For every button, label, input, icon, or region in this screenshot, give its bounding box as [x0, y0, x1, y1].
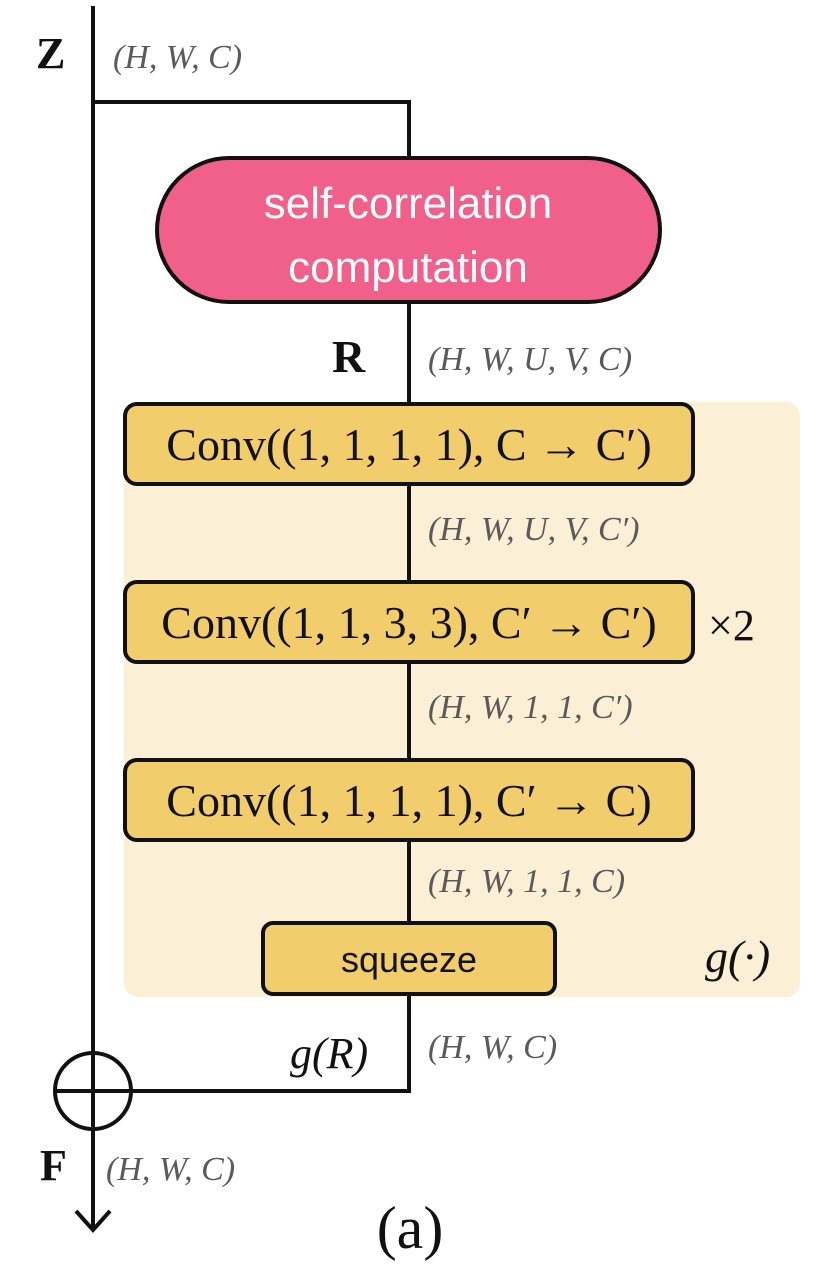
conv-block-3	[123, 758, 695, 842]
conv-block-3-out-shape: (H, W, 1, 1, C)	[428, 863, 625, 900]
branch-return-line	[130, 994, 411, 1093]
conv-block-2-out-shape: (H, W, 1, 1, C′)	[428, 689, 633, 726]
r-shape: (H, W, U, V, C)	[428, 341, 632, 378]
conv-block-2-repeat: ×2	[708, 601, 755, 650]
conv-block-2-label: Conv((1, 1, 3, 3), C′ → C′)	[161, 597, 656, 648]
g-r-label: g(R)	[290, 1029, 368, 1078]
conv-block-1-out-shape: (H, W, U, V, C′)	[428, 511, 639, 548]
z-label: Z	[36, 29, 65, 78]
g-function-label: g(·)	[705, 931, 770, 982]
z-shape: (H, W, C)	[113, 39, 242, 76]
r-label: R	[332, 331, 366, 382]
g-r-shape: (H, W, C)	[428, 1029, 557, 1066]
branch-top-line	[93, 100, 411, 160]
squeeze-label: squeeze	[341, 939, 477, 980]
f-shape: (H, W, C)	[106, 1151, 235, 1188]
conv-block-2	[123, 580, 695, 664]
output-arrowhead	[74, 1209, 112, 1233]
conv-block-1	[123, 402, 695, 486]
self-correlation-box	[155, 156, 662, 304]
self-correlation-line2: computation	[288, 243, 528, 292]
g-function-region	[124, 402, 800, 997]
squeeze-box	[261, 921, 557, 996]
self-correlation-line1: self-correlation	[264, 179, 553, 228]
f-label: F	[40, 1141, 67, 1190]
conv-block-3-label: Conv((1, 1, 1, 1), C′ → C)	[166, 775, 651, 826]
figure-caption: (a)	[377, 1195, 444, 1261]
conv-block-1-label: Conv((1, 1, 1, 1), C → C′)	[166, 419, 651, 470]
